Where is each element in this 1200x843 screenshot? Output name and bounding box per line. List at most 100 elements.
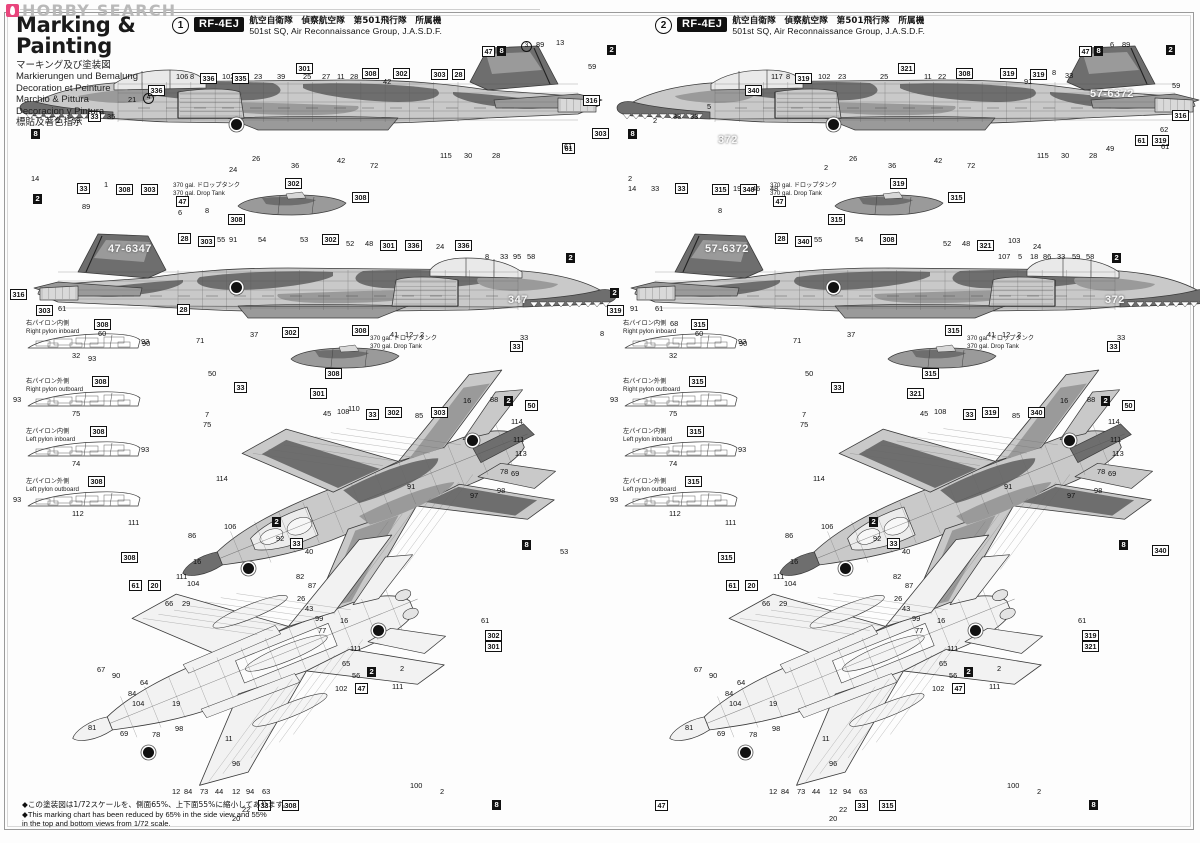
pylon-caption-v2-3-ja: 左パイロン内側 bbox=[623, 428, 667, 435]
decal-callout-61: 61 bbox=[726, 580, 739, 592]
part-callout-69: 69 bbox=[120, 729, 129, 738]
pylon-part-callout-93: 93 bbox=[610, 495, 619, 504]
part-callout-61: 61 bbox=[1078, 616, 1087, 625]
part-callout-2: 2 bbox=[56, 116, 61, 125]
part-callout-85: 85 bbox=[415, 411, 424, 420]
part-callout-16: 16 bbox=[193, 557, 202, 566]
part-callout-12: 12 bbox=[829, 787, 838, 796]
part-callout-55: 55 bbox=[814, 235, 823, 244]
decal-callout-340: 340 bbox=[1028, 407, 1045, 419]
part-callout-84: 84 bbox=[725, 689, 734, 698]
droptank-caption-v1-1-ja: 370 gal. ドロップタンク bbox=[173, 182, 241, 189]
part-callout-52: 52 bbox=[943, 239, 952, 248]
part-callout-56: 56 bbox=[949, 671, 958, 680]
decal-callout-303: 303 bbox=[431, 407, 448, 419]
part-callout-28: 28 bbox=[492, 151, 501, 160]
pylon-part-callout-93: 93 bbox=[141, 337, 150, 346]
decal-callout-47: 47 bbox=[952, 683, 965, 695]
decal-callout-47: 47 bbox=[1079, 46, 1092, 58]
part-callout-16: 16 bbox=[340, 616, 349, 625]
part-callout-14: 14 bbox=[31, 174, 40, 183]
part-callout-102: 102 bbox=[932, 684, 945, 693]
decal-callout-340: 340 bbox=[795, 236, 812, 248]
decal-callout-302: 302 bbox=[393, 68, 410, 80]
decal-callout-33: 33 bbox=[963, 409, 976, 421]
part-callout-96: 96 bbox=[232, 759, 241, 768]
part-callout-2: 2 bbox=[1037, 787, 1042, 796]
variant-2-pylon-1 bbox=[623, 330, 741, 352]
pylon-decal-callout-308: 308 bbox=[90, 426, 107, 438]
part-callout-59: 59 bbox=[1172, 81, 1181, 90]
variant-2-pylon-2 bbox=[623, 388, 741, 410]
part-callout-78: 78 bbox=[500, 467, 509, 476]
part-callout-89: 89 bbox=[1122, 40, 1131, 49]
part-callout-81: 81 bbox=[88, 723, 97, 732]
decal-callout-33: 33 bbox=[675, 183, 688, 195]
hinomaru-marking bbox=[827, 118, 839, 130]
part-callout-114: 114 bbox=[216, 474, 228, 483]
variant-2-bottom-view bbox=[637, 520, 1057, 820]
part-callout-95: 95 bbox=[513, 252, 522, 261]
droptank-caption-v1-2-en: 370 gal. Drop Tank bbox=[370, 342, 422, 350]
decal-callout-321: 321 bbox=[898, 63, 915, 75]
part-callout-2: 2 bbox=[440, 787, 445, 796]
part-callout-48: 48 bbox=[365, 239, 374, 248]
part-callout-103: 103 bbox=[1008, 236, 1021, 245]
pylon-part-callout-32: 32 bbox=[72, 351, 81, 360]
variant-1-unit: 航空自衛隊 偵察航空隊 第501飛行隊 所属機 501st SQ, Air Re… bbox=[249, 16, 442, 37]
title-translation-de: Markierungen und Bemalung bbox=[16, 71, 138, 83]
variant-1-pylon-2 bbox=[26, 388, 144, 410]
part-callout-12: 12 bbox=[405, 330, 414, 339]
part-callout-43: 43 bbox=[902, 604, 911, 613]
title-translation-it: Marchio & Pittura bbox=[16, 94, 89, 106]
decal-callout-308: 308 bbox=[116, 184, 133, 196]
part-callout-59: 59 bbox=[72, 116, 81, 125]
decal-callout-301: 301 bbox=[310, 388, 327, 400]
decal-callout-319: 319 bbox=[795, 73, 812, 85]
decal-callout-28: 28 bbox=[177, 304, 190, 316]
part-callout-8: 8 bbox=[485, 252, 490, 261]
part-callout-6: 6 bbox=[178, 208, 183, 217]
variant-2-pylon-3 bbox=[623, 438, 741, 460]
decal-callout-28: 28 bbox=[178, 233, 191, 245]
decal-callout-8: 8 bbox=[497, 46, 507, 56]
decal-callout-308: 308 bbox=[880, 234, 897, 246]
droptank-caption-v2-2-en: 370 gal. Drop Tank bbox=[967, 342, 1019, 350]
decal-callout-28: 28 bbox=[775, 233, 788, 245]
part-callout-85: 85 bbox=[1012, 411, 1021, 420]
pylon-decal-callout-315: 315 bbox=[687, 426, 704, 438]
hinomaru-marking bbox=[739, 746, 751, 758]
part-callout-71: 71 bbox=[793, 336, 802, 345]
decal-callout-315: 315 bbox=[948, 192, 965, 204]
part-callout-19: 19 bbox=[733, 184, 742, 193]
scale-note-en-2: in the top and bottom views from 1/72 sc… bbox=[22, 819, 171, 829]
decal-callout-340: 340 bbox=[1152, 545, 1169, 557]
decal-callout-302: 302 bbox=[322, 234, 339, 246]
part-callout-19: 19 bbox=[172, 699, 181, 708]
pylon-caption-v2-2-en: Right pylon outboard bbox=[623, 385, 681, 393]
decal-callout-2: 2 bbox=[367, 667, 377, 677]
part-callout-104: 104 bbox=[729, 699, 742, 708]
part-callout-111: 111 bbox=[176, 572, 188, 581]
part-callout-97: 97 bbox=[470, 491, 479, 500]
title-translation-es: Decoracion y Pintura bbox=[16, 105, 105, 117]
part-callout-114: 114 bbox=[511, 417, 523, 426]
decal-callout-319: 319 bbox=[1000, 68, 1017, 80]
part-callout-87: 87 bbox=[905, 581, 914, 590]
part-callout-111: 111 bbox=[773, 572, 785, 581]
decal-callout-8: 8 bbox=[492, 800, 502, 810]
part-callout-2: 2 bbox=[824, 163, 829, 172]
decal-callout-33: 33 bbox=[258, 800, 271, 812]
part-callout-2: 2 bbox=[628, 174, 633, 183]
decal-callout-302: 302 bbox=[385, 407, 402, 419]
decal-callout-47: 47 bbox=[176, 196, 189, 208]
title-block: Marking & Painting マーキング及び塗装図 Markierung… bbox=[16, 15, 206, 129]
decal-callout-47: 47 bbox=[482, 46, 495, 58]
decal-callout-308: 308 bbox=[352, 192, 369, 204]
